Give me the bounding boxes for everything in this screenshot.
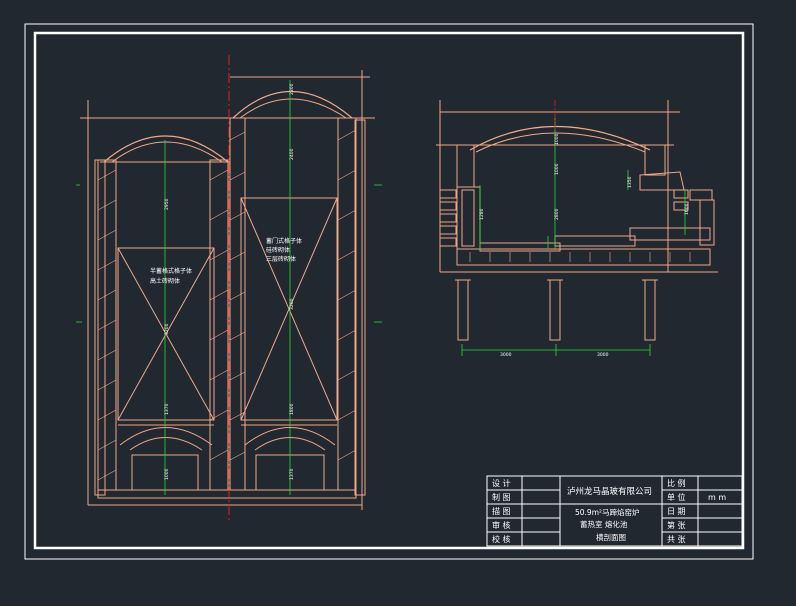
tb-title-line1: 50.9m²马蹄焰窑炉 xyxy=(575,507,640,517)
chamber2-label-line3: 三层砖砌体 xyxy=(266,255,296,263)
dim-left-5: 1370 xyxy=(164,403,170,415)
tb-company: 泸州龙马晶玻有限公司 xyxy=(567,486,652,497)
tb-row-4: 审 核 xyxy=(492,520,511,530)
tb-row-1: 设 计 xyxy=(492,478,511,488)
chamber1-label-line2: 高土砖砌体 xyxy=(150,277,180,285)
right-dimension-lines xyxy=(461,118,686,356)
tb-row-3: 描 图 xyxy=(492,506,511,516)
dim-right-3: 1000 xyxy=(554,163,560,175)
left-dim-labels: 2950 3200 2400 3200 1370 1000 1800 1370 … xyxy=(164,83,295,480)
dim-left-4: 3200 xyxy=(289,298,295,310)
tb-right-4: 第 张 xyxy=(667,520,686,530)
title-block xyxy=(486,475,743,547)
tb-right-3: 日 期 xyxy=(667,507,686,516)
tb-row-2: 制 图 xyxy=(492,492,511,502)
dim-right-4: 2800 xyxy=(554,208,560,220)
tb-right-2: 单 位 xyxy=(667,492,686,502)
tb-title-line3: 横剖面图 xyxy=(596,532,626,542)
right-slab-bricks xyxy=(469,252,691,262)
dim-left-1: 2950 xyxy=(164,198,170,210)
tb-right-5: 共 张 xyxy=(667,535,686,544)
dim-right-1: 1000 xyxy=(554,133,560,145)
tb-right-1: 比 例 xyxy=(667,478,686,488)
tb-row-5: 校 核 xyxy=(492,534,511,544)
dim-right-6: 1350 xyxy=(627,176,633,188)
right-drawing xyxy=(436,100,718,341)
left-drawing xyxy=(80,70,375,510)
chamber2-label-line2: 硅砖砌体 xyxy=(266,246,290,254)
outer-frame xyxy=(24,23,754,560)
dim-right-2: 1280 xyxy=(479,208,485,220)
inner-frame xyxy=(33,31,745,550)
tb-unit-value: m m xyxy=(708,493,726,502)
tb-title-line2: 蓄热室 熔化池 xyxy=(580,519,628,529)
title-block-text: 设 计 制 图 描 图 审 核 校 核 泸州龙马晶玻有限公司 50.9m²马蹄焰… xyxy=(492,478,726,544)
right-dim-labels: 1000 1280 1000 2800 1600 1350 3000 3000 xyxy=(479,133,690,358)
dim-left-9: 2300 xyxy=(289,83,295,95)
dim-left-3: 2400 xyxy=(289,148,295,160)
dim-left-8: 1370 xyxy=(289,468,295,480)
chamber2-label-line1: 蓄门式格子体 xyxy=(266,237,302,245)
dim-left-6: 1000 xyxy=(164,468,170,480)
left-wall-hatch xyxy=(97,129,357,481)
dim-right-5: 1600 xyxy=(684,203,690,215)
dim-left-7: 1800 xyxy=(289,403,295,415)
dim-bottom-2: 3000 xyxy=(597,352,609,358)
dim-bottom-1: 3000 xyxy=(500,352,512,358)
chamber1-label-line1: 半蓄格式格子体 xyxy=(150,267,192,275)
left-dimension-lines xyxy=(76,80,382,495)
dim-left-2: 3200 xyxy=(164,323,170,335)
